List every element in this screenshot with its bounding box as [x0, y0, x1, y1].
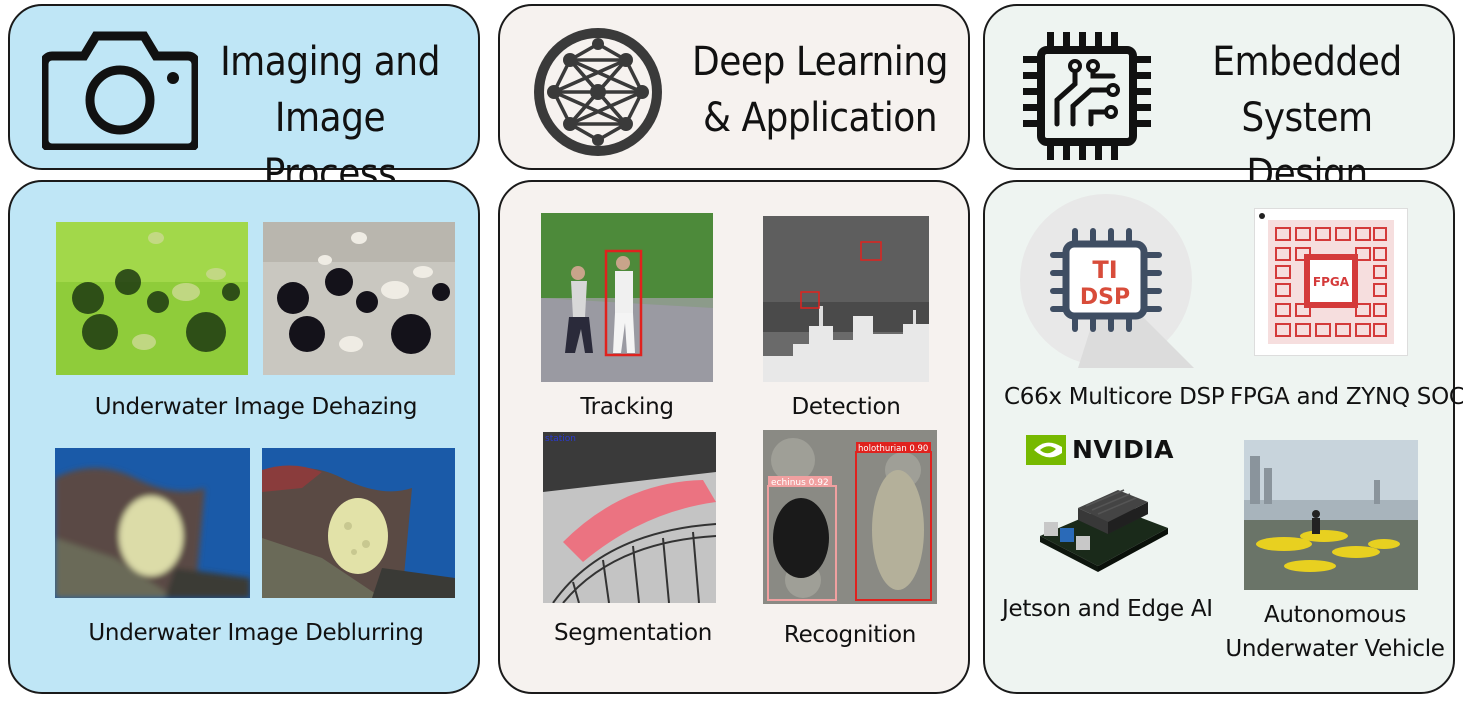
embedded-title: Embedded System Design [1177, 34, 1437, 202]
auv-photo [1244, 440, 1418, 590]
deep-learning-header-panel: Deep Learning & Application [498, 4, 970, 170]
embedded-header-panel: Embedded System Design [983, 4, 1455, 197]
detection-caption: Detection [791, 394, 901, 420]
ti-dsp-chip-image: TI DSP [1018, 192, 1194, 368]
detection-box [860, 241, 882, 261]
fpga-caption: FPGA and ZYNQ SOC [1230, 384, 1463, 410]
title-line: Deep Learning [692, 39, 948, 85]
segmentation-label: station [545, 434, 576, 444]
jetson-board-image [1030, 466, 1170, 578]
chip-circuit-icon [1023, 32, 1151, 160]
tracking-caption: Tracking [580, 394, 674, 420]
title-line: Imaging and [220, 39, 440, 85]
nvidia-wordmark: NVIDIA [1072, 435, 1174, 464]
caption-line: Underwater Vehicle [1225, 636, 1445, 662]
imaging-title: Imaging and Image Process [210, 34, 450, 202]
fpga-chip-image: FPGA [1254, 208, 1408, 356]
echinus-label: echinus 0.92 [771, 478, 829, 488]
dsp-caption: C66x Multicore DSP [1004, 384, 1225, 410]
segmentation-image: station [543, 432, 716, 603]
camera-icon [42, 31, 198, 150]
jetson-caption: Jetson and Edge AI [1002, 596, 1213, 622]
detection-image [763, 216, 929, 382]
recognition-caption: Recognition [783, 622, 917, 648]
blurred-underwater-image [55, 448, 250, 598]
recognition-image: echinus 0.92 holothurian 0.90 [763, 430, 937, 604]
holothurian-label: holothurian 0.90 [858, 444, 928, 454]
chip-label-dsp: DSP [1080, 285, 1130, 310]
dehazed-underwater-image [263, 222, 455, 375]
auv-caption: Autonomous Underwater Vehicle [1222, 598, 1448, 666]
segmentation-caption: Segmentation [553, 620, 713, 646]
tracking-image [541, 213, 713, 382]
deblurred-underwater-image [262, 448, 455, 598]
title-line: & Application [702, 95, 938, 141]
imaging-header-panel: Imaging and Image Process [8, 4, 480, 197]
fpga-chip-label: FPGA [1313, 275, 1350, 289]
title-line: Embedded [1212, 39, 1402, 85]
detection-box [800, 291, 820, 309]
nvidia-logo: NVIDIA [1026, 434, 1176, 466]
title-line: Image Process [263, 95, 397, 197]
hazy-underwater-image [56, 222, 248, 375]
nvidia-eye-icon [1026, 435, 1066, 465]
chip-label-ti: TI [1092, 256, 1117, 284]
deep-learning-title: Deep Learning & Application [690, 34, 950, 146]
caption-line: Autonomous [1263, 602, 1407, 628]
deblurring-caption: Underwater Image Deblurring [88, 620, 424, 646]
tracking-box [604, 249, 643, 357]
dehazing-caption: Underwater Image Dehazing [94, 394, 418, 420]
neural-network-icon [534, 28, 662, 156]
